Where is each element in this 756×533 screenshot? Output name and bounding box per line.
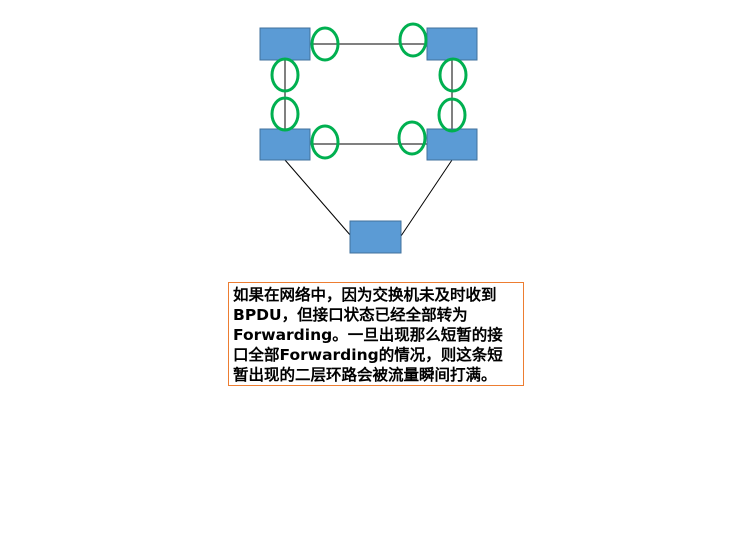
port-marker-icon: [270, 96, 300, 132]
port-marker-icon: [437, 97, 467, 133]
switch-bottom: [349, 220, 402, 254]
port-marker-icon: [270, 57, 300, 93]
switch-top-right: [426, 27, 478, 61]
port-marker-icon: [310, 26, 340, 62]
port-marker-icon: [397, 120, 427, 156]
explanation-text: 如果在网络中，因为交换机未及时收到 BPDU，但接口状态已经全部转为 Forwa…: [233, 286, 503, 384]
link-right-to-bottom: [400, 159, 453, 237]
link-left-to-bottom: [284, 159, 352, 237]
port-marker-icon: [398, 22, 428, 58]
switch-mid-right: [426, 128, 478, 161]
port-marker-icon: [310, 124, 340, 160]
port-marker-icon: [438, 57, 468, 93]
explanation-note: 如果在网络中，因为交换机未及时收到 BPDU，但接口状态已经全部转为 Forwa…: [228, 282, 524, 386]
switch-top-left: [259, 27, 311, 61]
switch-mid-left: [259, 128, 311, 161]
